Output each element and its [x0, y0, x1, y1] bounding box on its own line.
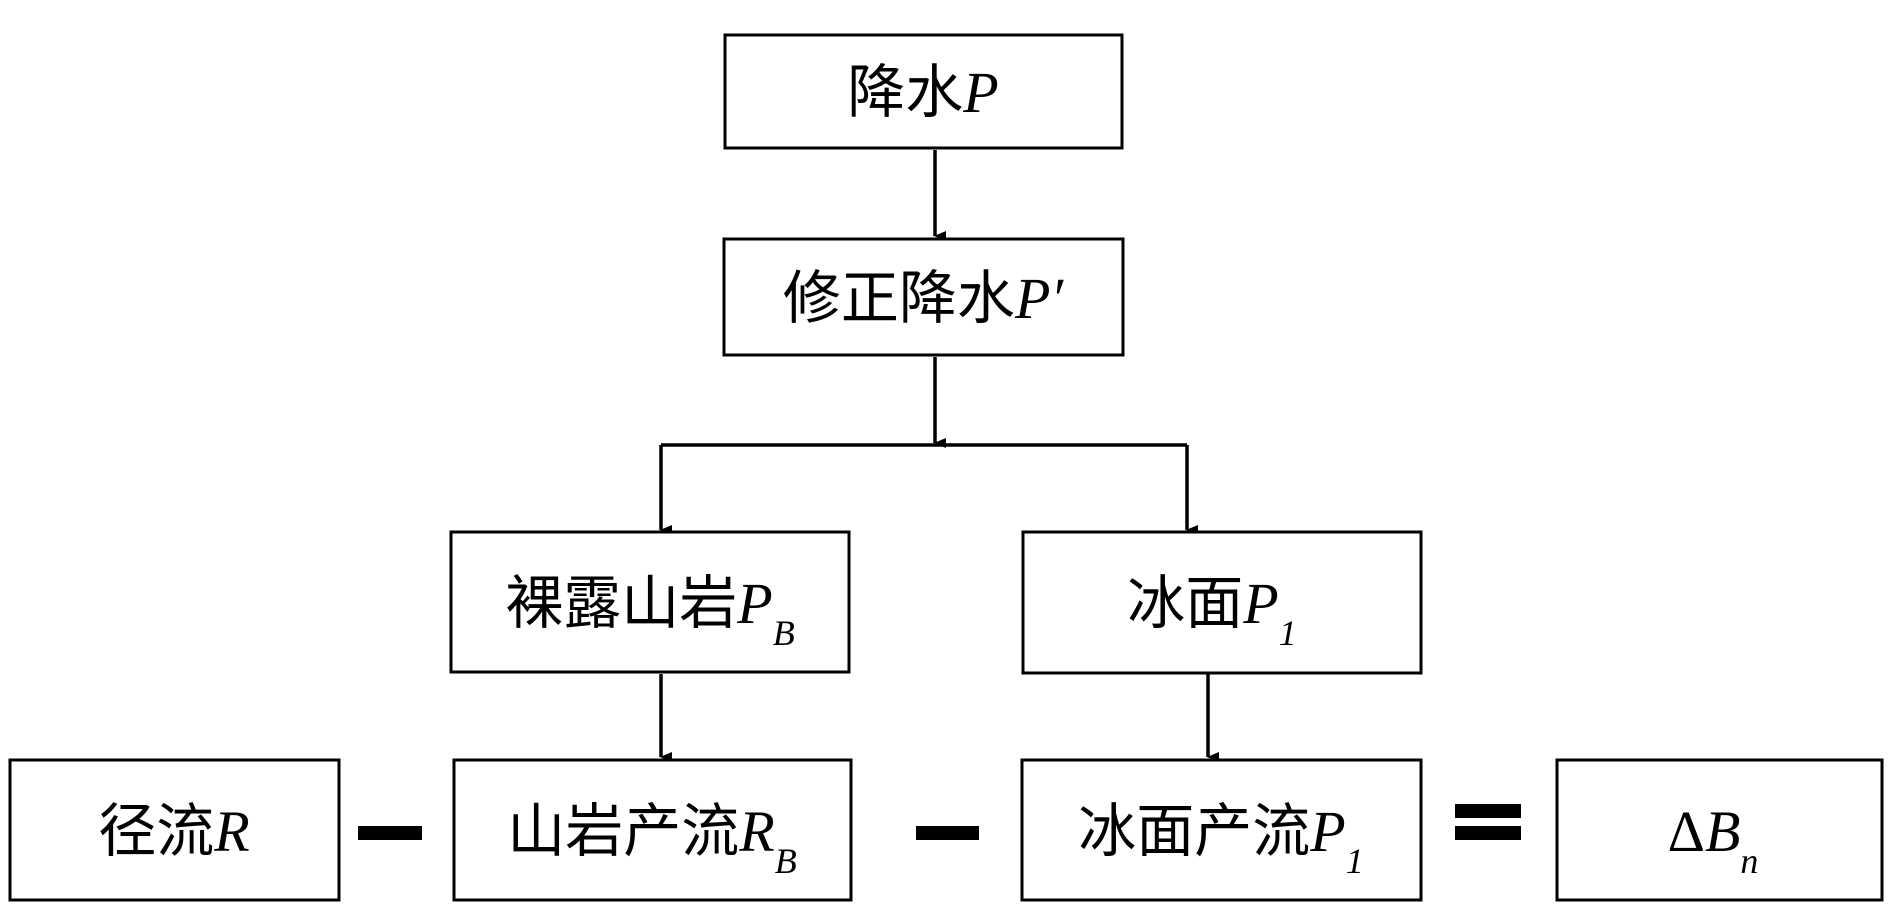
box-corrected-precipitation: 修正降水P′	[722, 237, 1125, 357]
minus-operator-1	[358, 826, 422, 840]
runoff-label: 径流R	[98, 799, 249, 864]
box-mass-balance: ΔBn	[1555, 758, 1884, 902]
corrected-precipitation-label: 修正降水P′	[783, 266, 1064, 331]
box-ice-surface: 冰面P1	[1021, 530, 1423, 675]
equals-operator	[1455, 804, 1521, 840]
box-bare-rock: 裸露山岩PB	[449, 530, 851, 674]
ice-surface-label: 冰面P1	[1127, 571, 1296, 653]
bare-rock-label: 裸露山岩PB	[505, 571, 794, 653]
rock-runoff-label: 山岩产流RB	[507, 799, 796, 881]
box-precipitation: 降水P	[723, 33, 1124, 150]
box-ice-runoff: 冰面产流P1	[1020, 758, 1423, 902]
ice-runoff-label: 冰面产流P1	[1078, 799, 1363, 881]
mass-balance-label: ΔBn	[1668, 799, 1759, 881]
box-rock-runoff: 山岩产流RB	[452, 758, 853, 902]
box-runoff: 径流R	[8, 758, 341, 902]
precipitation-label: 降水P	[847, 60, 998, 125]
connectors	[659, 150, 1219, 762]
minus-operator-2	[916, 826, 979, 840]
